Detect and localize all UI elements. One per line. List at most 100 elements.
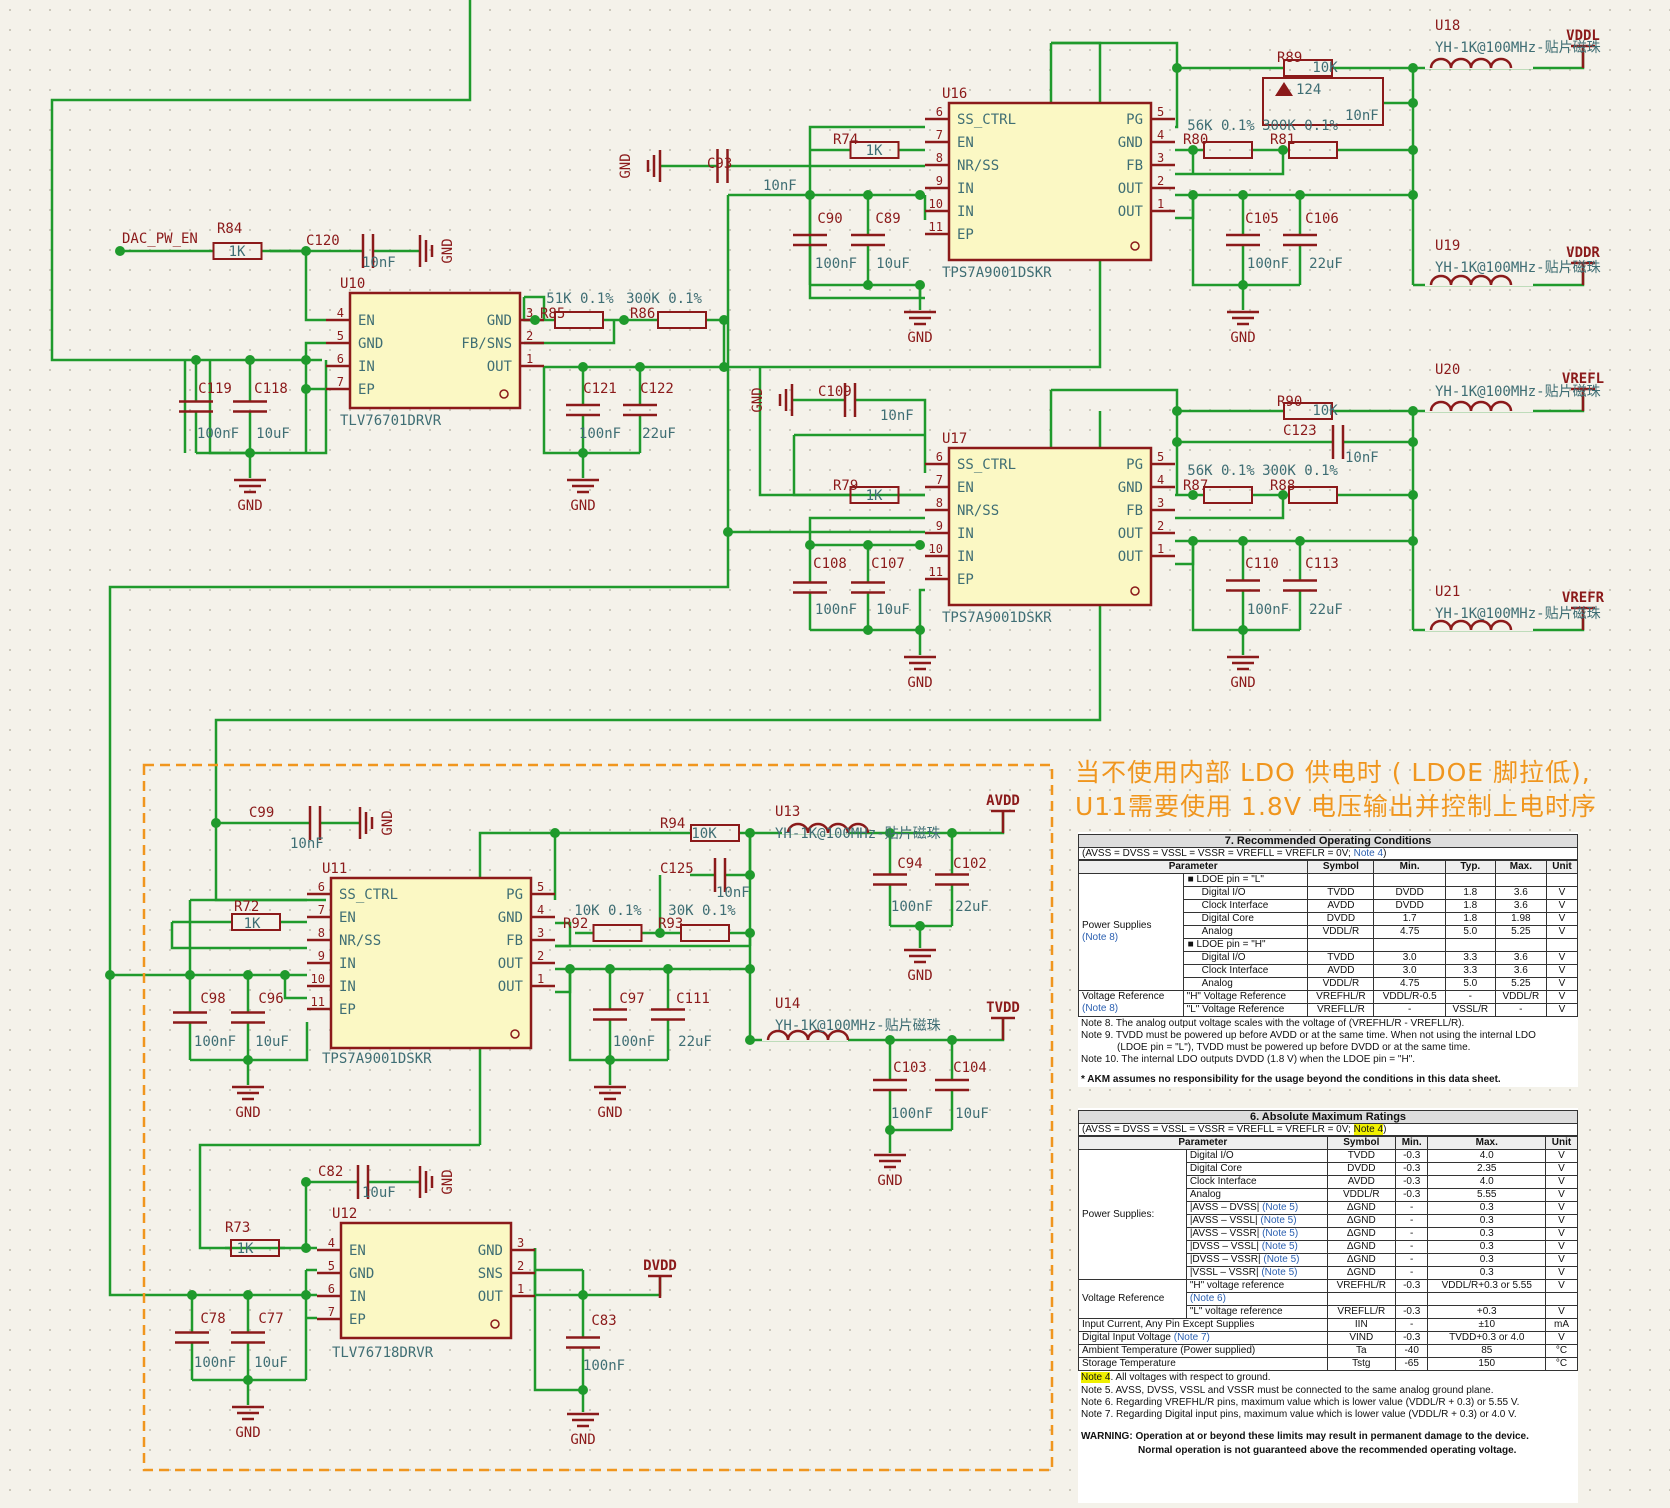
resistor-ref: R86 (630, 306, 655, 322)
amr-cell: ΔGND (1326, 1240, 1396, 1254)
amr-cell: 4.0 (1427, 1175, 1547, 1189)
junction-dot (1188, 536, 1198, 546)
gnd-label: GND (907, 675, 932, 691)
roc-body: Power Supplies(Note 8)■ LDOE pin = "L"Di… (1078, 873, 1579, 1017)
junction-dot (655, 928, 665, 938)
roc-cell (1307, 938, 1375, 952)
bead-ref: U20 (1435, 362, 1460, 378)
roc-cell: 3.0 (1373, 964, 1446, 978)
pin-name: GND (349, 1266, 374, 1282)
net-label-dvdd: DVDD (643, 1258, 677, 1274)
pin-name: FB (1126, 503, 1143, 519)
resistor-value: 10K (691, 826, 717, 842)
amr-cell: V (1545, 1253, 1578, 1267)
capacitor-value: 100nF (815, 256, 857, 272)
capacitor-ref: C96 (258, 991, 283, 1007)
junction-dot (1238, 280, 1248, 290)
roc-cell (1444, 938, 1496, 952)
roc-condition-end: ) (1383, 848, 1387, 859)
pin-name: SS_CTRL (957, 112, 1016, 128)
pin-number: 2 (1157, 519, 1164, 533)
bead-ref: U19 (1435, 238, 1460, 254)
junction-dot (947, 828, 957, 838)
warning-line-2: Normal operation is not guaranteed above… (1138, 1445, 1517, 1456)
junction-dot (915, 625, 925, 635)
capacitor-value: 10uF (254, 1355, 288, 1371)
wire (808, 125, 925, 150)
resistor-ref: R80 (1183, 132, 1208, 148)
roc-condition-text: (AVSS = DVSS = VSSL = VSSR = VREFLL = VR… (1082, 848, 1354, 859)
c124-value-faded: 10nF (1345, 108, 1379, 124)
wire (190, 1022, 309, 1062)
wire (808, 516, 925, 545)
capacitor-ref: C125 (660, 861, 694, 877)
pin-name: EP (957, 572, 974, 588)
amr-cell: ΔGND (1326, 1227, 1396, 1241)
capacitor-ref: C113 (1305, 556, 1339, 572)
bead-ref: U14 (775, 996, 800, 1012)
resistor-value: 10K (1312, 60, 1338, 76)
amr-cell: V (1545, 1162, 1578, 1176)
amr-cell: "H" voltage reference (1185, 1279, 1328, 1293)
capacitor-value: 22uF (1309, 602, 1343, 618)
capacitor-ref: C123 (1283, 423, 1317, 439)
amr-header-cell: Unit (1545, 1136, 1578, 1150)
amr-cell: 5.55 (1427, 1188, 1547, 1202)
bead-coil (1429, 57, 1513, 69)
capacitor-value: 10uF (955, 1106, 989, 1122)
pin-number: 7 (337, 375, 344, 389)
pin-number: 5 (328, 1259, 335, 1273)
wire (568, 969, 668, 1062)
amr-cell: AVDD (1326, 1175, 1396, 1189)
capacitor-ref: C121 (583, 381, 617, 397)
roc-cell: V (1545, 1003, 1579, 1017)
resistor-value: 56K 0.1% (1187, 118, 1255, 134)
capacitor-value: 10uF (256, 426, 290, 442)
junction-dot (1278, 145, 1288, 155)
amr-cell-text: |VSSL – VSSR| (1189, 1267, 1262, 1278)
amr-cell: Digital I/O (1185, 1149, 1328, 1163)
ic-body (329, 876, 533, 1050)
roc-header-cell: Symbol (1307, 860, 1375, 874)
gnd-label: GND (380, 810, 396, 835)
bead-value: YH-1K@100MHz-贴片磁珠 (1435, 260, 1601, 276)
capacitor-value: 22uF (642, 426, 676, 442)
ic-part-number: TLV76718DRVR (332, 1345, 434, 1361)
amr-note-4: Note 4. All voltages with respect to gro… (1078, 1371, 1578, 1385)
ic-body (947, 446, 1153, 607)
amr-cell: TVDD+0.3 or 4.0 (1427, 1331, 1547, 1345)
wire (1175, 150, 1285, 176)
amr-cell: Clock Interface (1185, 1175, 1328, 1189)
wire (198, 1143, 480, 1250)
amr-cell: 85 (1427, 1344, 1547, 1358)
resistor-r92 (592, 924, 643, 942)
roc-cell (1494, 873, 1547, 887)
amr-cell: - (1394, 1266, 1429, 1280)
amr-cell: -0.3 (1394, 1188, 1429, 1202)
amr-cell: -0.3 (1394, 1279, 1429, 1293)
amr-cell-note: (Note 6) (1189, 1293, 1226, 1304)
amr-notes: Note 5. AVSS, DVSS, VSSL and VSSR must b… (1078, 1385, 1578, 1422)
pin-name: GND (1118, 135, 1143, 151)
roc-header-cell: Min. (1373, 860, 1446, 874)
amr-cell-note: (Note 5) (1261, 1241, 1298, 1252)
roc-vref-note: (Note 8) (1082, 1003, 1119, 1014)
pin-name: OUT (498, 956, 524, 972)
roc-cell: 1.8 (1444, 886, 1496, 900)
roc-row: ■ LDOE pin = "H" (1079, 938, 1579, 952)
resistor-r87 (1203, 486, 1253, 504)
pin-number: 10 (929, 197, 943, 211)
amr-cell: 0.3 (1427, 1266, 1547, 1280)
junction-dot (578, 448, 588, 458)
pin1-marker (499, 389, 509, 399)
ic-ref: U10 (340, 276, 365, 292)
junction-dot (243, 1055, 253, 1065)
junction-dot (745, 870, 755, 880)
junction-dot (719, 362, 729, 372)
ic-body (947, 101, 1153, 262)
junction-dot (863, 280, 873, 290)
capacitor-ref: C120 (306, 233, 340, 249)
wire (1191, 195, 1300, 287)
resistor-ref: R81 (1270, 132, 1295, 148)
